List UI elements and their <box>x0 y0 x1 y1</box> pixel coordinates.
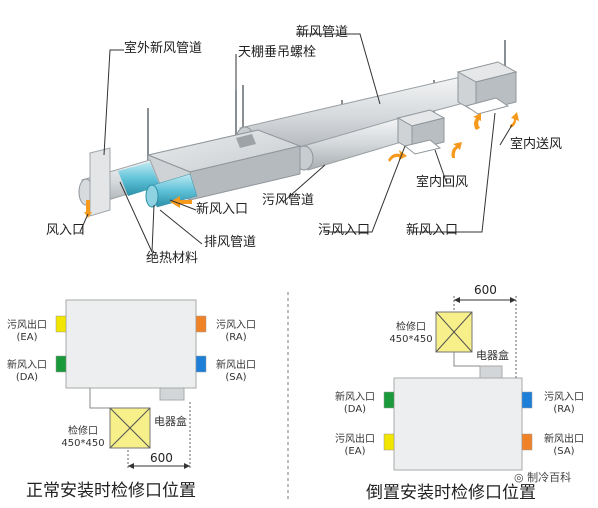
right-port-sa-code: (SA) <box>553 445 575 457</box>
right-access-port: 检修口 450*450 <box>386 322 436 345</box>
leader-lines <box>79 33 513 253</box>
label-ceiling-bolt: 天棚垂吊螺栓 <box>238 45 317 60</box>
right-unit-diagram <box>383 296 533 471</box>
right-port-da: 新风入口 (DA) <box>328 392 382 415</box>
right-electric-box: 电器盒 <box>476 349 509 362</box>
left-port-sa-code: (SA) <box>225 371 247 383</box>
right-access-port-name: 检修口 <box>396 322 426 333</box>
left-unit-diagram <box>55 299 207 470</box>
left-port-da-code: (DA) <box>15 371 39 383</box>
right-dimension: 600 <box>474 283 497 297</box>
watermark-logo-icon: ◎ <box>514 471 528 484</box>
right-port-ra-name: 污风入口 <box>544 392 584 403</box>
left-port-da-name: 新风入口 <box>7 360 47 371</box>
wall-plate <box>89 147 111 217</box>
left-caption: 正常安装时检修口位置 <box>26 481 196 501</box>
label-indoor-return: 室内回风 <box>416 175 469 190</box>
label-exhaust-duct: 排风管道 <box>204 235 257 250</box>
right-port-ea-name: 污风出口 <box>335 434 375 445</box>
left-dimension: 600 <box>150 451 173 465</box>
supply-box <box>456 61 518 115</box>
label-fresh-inlet: 新风入口 <box>406 223 459 238</box>
right-access-port-size: 450*450 <box>389 333 433 345</box>
left-access-port-size: 450*450 <box>61 437 105 449</box>
left-port-ea: 污风出口 (EA) <box>0 320 54 343</box>
label-fresh-air-inlet: 新风入口 <box>196 202 249 217</box>
left-port-ra-name: 污风入口 <box>216 320 256 331</box>
right-port-ea: 污风出口 (EA) <box>328 434 382 457</box>
left-port-ea-code: (EA) <box>16 331 38 343</box>
left-port-ra-code: (RA) <box>225 331 247 343</box>
left-port-da: 新风入口 (DA) <box>0 360 54 383</box>
watermark-text: 制冷百科 <box>527 471 572 484</box>
right-port-ra: 污风入口 (RA) <box>536 392 592 415</box>
left-port-sa: 新风出口 (SA) <box>208 360 264 383</box>
label-outdoor-fresh-air-duct: 室外新风管道 <box>124 41 203 56</box>
left-port-ra: 污风入口 (RA) <box>208 320 264 343</box>
label-fresh-air-duct: 新风管道 <box>296 25 349 40</box>
right-port-ra-code: (RA) <box>553 403 575 415</box>
left-access-port: 检修口 450*450 <box>56 426 110 449</box>
right-port-sa: 新风出口 (SA) <box>536 434 592 457</box>
label-air-inlet: 风入口 <box>46 223 86 238</box>
label-return-inlet: 污风入口 <box>318 223 371 238</box>
left-port-ea-name: 污风出口 <box>7 320 47 331</box>
label-indoor-supply: 室内送风 <box>510 137 563 152</box>
watermark: ◎ 制冷百科 <box>514 471 572 484</box>
right-port-sa-name: 新风出口 <box>544 434 584 445</box>
label-insulation: 绝热材料 <box>146 251 199 266</box>
right-port-da-code: (DA) <box>343 403 367 415</box>
right-port-ea-code: (EA) <box>344 445 366 457</box>
label-return-duct: 污风管道 <box>262 193 315 208</box>
left-access-port-name: 检修口 <box>68 426 98 437</box>
left-port-sa-name: 新风出口 <box>216 360 256 371</box>
left-electric-box: 电器盒 <box>154 415 187 428</box>
return-box <box>396 109 446 155</box>
right-port-da-name: 新风入口 <box>335 392 375 403</box>
right-caption: 倒置安装时检修口位置 <box>366 483 536 503</box>
